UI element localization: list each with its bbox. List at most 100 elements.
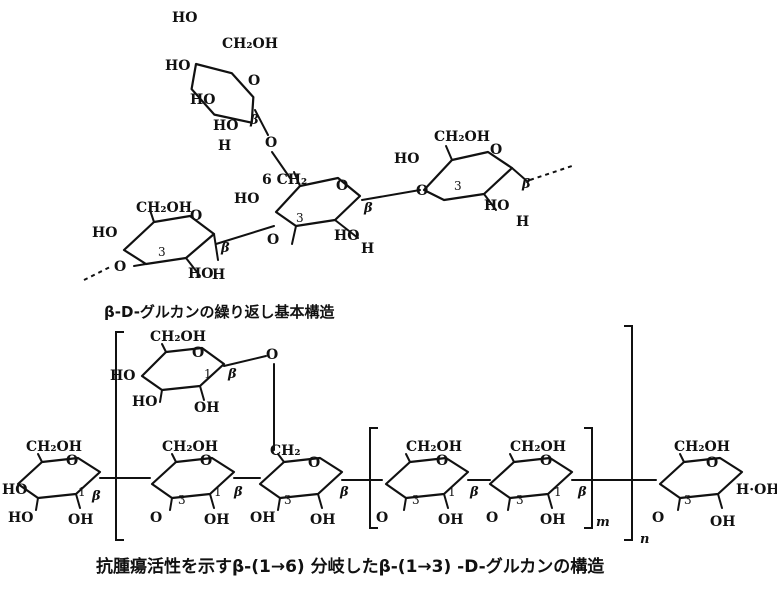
label-ch2oh: CH₂OH <box>674 439 730 455</box>
label-oh: OH <box>540 512 565 528</box>
label-oh: OH <box>310 512 335 528</box>
label-ch2oh: CH₂OH <box>150 329 206 345</box>
inner-bracket-right <box>584 427 593 529</box>
label-ch2oh: CH₂OH <box>434 129 490 145</box>
label-ch2: CH₂ <box>270 443 301 459</box>
label-beta: β <box>363 201 373 216</box>
ring-main-4 <box>384 453 470 511</box>
label-ch2oh: CH₂OH <box>162 439 218 455</box>
label-oh: OH <box>710 514 735 530</box>
label-ch2oh: CH₂OH <box>510 439 566 455</box>
label-ring-o: O <box>490 142 502 158</box>
label-ch2oh: CH₂OH <box>222 36 278 52</box>
label-beta: β <box>227 367 237 382</box>
outer-bracket-right <box>624 325 633 541</box>
label-o-link: O <box>265 135 277 151</box>
label-ring-o: O <box>336 178 348 194</box>
label-beta: β <box>233 485 243 500</box>
outer-bracket-left <box>115 331 124 541</box>
ring-left <box>122 209 219 277</box>
caption-top: β-D-グルカンの繰り返し基本構造 <box>104 303 335 321</box>
position-3: 3 <box>296 211 304 225</box>
label-ring-o: O <box>248 73 260 89</box>
label-h: H <box>212 267 225 283</box>
label-beta: β <box>577 485 587 500</box>
label-ho: HO <box>165 58 190 74</box>
label-ring-o: O <box>66 453 78 469</box>
ring-middle <box>274 171 362 245</box>
position-3: 3 <box>412 493 420 507</box>
position-3: 3 <box>178 493 186 507</box>
label-ho: HO <box>8 510 33 526</box>
ring-main-6 <box>658 453 744 511</box>
label-beta: β <box>339 485 349 500</box>
label-oh: OH <box>68 512 93 528</box>
position-3: 3 <box>284 493 292 507</box>
label-o-link: O <box>486 510 498 526</box>
label-h: H <box>361 241 374 257</box>
label-beta: β <box>521 177 531 192</box>
label-oh: OH <box>438 512 463 528</box>
label-ho: HO <box>190 92 215 108</box>
label-o-link: O <box>652 510 664 526</box>
label-ring-o: O <box>192 345 204 361</box>
label-h: H <box>516 214 529 230</box>
position-3: 3 <box>454 179 462 193</box>
label-o-link: O <box>114 259 126 275</box>
position-1: 1 <box>214 485 222 499</box>
label-ho: HO <box>394 151 419 167</box>
top-repeating-unit: HO CH₂OH HO O HO HO β H O 6 CH₂ HO O 3 O… <box>83 10 573 283</box>
label-o-link: O <box>150 510 162 526</box>
subscript-n: n <box>640 532 649 547</box>
label-ho: HO <box>132 394 157 410</box>
position-1: 1 <box>204 367 212 381</box>
label-ho: HO <box>188 266 213 282</box>
label-ch2oh: CH₂OH <box>26 439 82 455</box>
label-oh: OH <box>204 512 229 528</box>
inner-bracket-left <box>369 427 378 529</box>
label-h-oh: H·OH <box>736 482 777 498</box>
label-ch2oh: CH₂OH <box>406 439 462 455</box>
label-ring-o: O <box>540 453 552 469</box>
label-ho: HO <box>484 198 509 214</box>
label-ho: HO <box>92 225 117 241</box>
label-ring-o: O <box>200 453 212 469</box>
position-3: 3 <box>516 493 524 507</box>
label-o-link: O <box>266 347 278 363</box>
label-ho: HO <box>334 228 359 244</box>
label-beta: β <box>220 241 230 256</box>
position-1: 1 <box>448 485 456 499</box>
position-3: 3 <box>158 245 166 259</box>
ring-right <box>422 145 529 211</box>
position-1: 1 <box>554 485 562 499</box>
label-beta: β <box>249 113 259 128</box>
subscript-m: m <box>596 515 610 530</box>
label-ho: HO <box>110 368 135 384</box>
label-ring-o: O <box>308 455 320 471</box>
ring-main-2 <box>150 453 236 511</box>
label-ring-o: O <box>190 208 202 224</box>
bottom-branched-chain: m n CH₂OH O O HO 1 β HO OH CH₂OH O HO 1 … <box>2 325 777 547</box>
label-o-link: O <box>376 510 388 526</box>
label-ho: HO <box>213 118 238 134</box>
label-ring-o: O <box>706 455 718 471</box>
position-3: 3 <box>684 493 692 507</box>
label-o-link: O <box>267 232 279 248</box>
ring-top-branch <box>190 62 255 124</box>
label-beta: β <box>469 485 479 500</box>
label-ring-o: O <box>436 453 448 469</box>
ring-branch-upper <box>140 343 226 403</box>
ring-main-1 <box>16 453 102 511</box>
label-ho: HO <box>172 10 197 26</box>
label-oh: OH <box>250 510 275 526</box>
position-1: 1 <box>78 485 86 499</box>
ring-main-5 <box>488 453 574 511</box>
ring-main-3 <box>258 453 344 511</box>
label-oh: OH <box>194 400 219 416</box>
label-ho: HO <box>2 482 27 498</box>
label-o-link: O <box>416 183 428 199</box>
label-beta: β <box>91 489 101 504</box>
caption-bottom: 抗腫瘍活性を示すβ-(1→6) 分岐したβ-(1→3) -D-グルカンの構造 <box>96 557 605 577</box>
label-ho: HO <box>234 191 259 207</box>
